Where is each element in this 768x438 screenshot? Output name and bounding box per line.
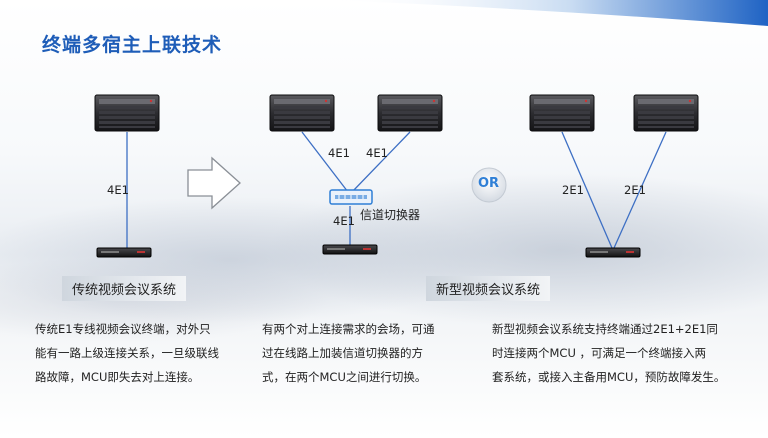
link-line [351, 131, 411, 193]
or-label: OR [478, 176, 500, 191]
terminal-device [585, 247, 641, 258]
channel-switch-icon [329, 189, 373, 205]
link-label: 4E1 [333, 214, 355, 228]
column-switch [269, 94, 443, 255]
description-new-system: 新型视频会议系统支持终端通过2E1+2E1同 时连接两个MCU ，可满足一个终端… [492, 322, 726, 384]
link-label: 2E1 [562, 183, 584, 197]
mcu-server [633, 94, 699, 132]
link-line [561, 131, 613, 249]
link-label: 4E1 [107, 183, 129, 197]
column-dual-homing [529, 94, 699, 258]
caption-traditional: 传统视频会议系统 [62, 276, 187, 301]
link-label: 2E1 [624, 183, 646, 197]
mcu-server [377, 94, 443, 132]
mcu-server [94, 94, 160, 132]
link-line [301, 131, 349, 193]
mcu-server [269, 94, 335, 132]
or-circle [471, 167, 507, 203]
mcu-server [529, 94, 595, 132]
link-label: 4E1 [328, 146, 350, 160]
description-switch: 有两个对上连接需求的会场，可通 过在线路上加装信道切换器的方 式，在两个MCU之… [262, 322, 435, 384]
terminal-device [96, 247, 152, 258]
page-title: 终端多宿主上联技术 [42, 34, 223, 56]
description-traditional: 传统E1专线视频会议终端，对外只 能有一路上级连接关系，一旦级联线 路故障，MC… [35, 322, 219, 384]
terminal-device [322, 244, 378, 255]
switch-label: 信道切换器 [360, 208, 421, 222]
caption-new-system: 新型视频会议系统 [426, 276, 551, 301]
column-traditional [94, 94, 160, 258]
top-accent-bar [330, 0, 768, 26]
right-arrow-icon [187, 156, 241, 210]
link-line [613, 131, 667, 249]
link-label: 4E1 [366, 146, 388, 160]
